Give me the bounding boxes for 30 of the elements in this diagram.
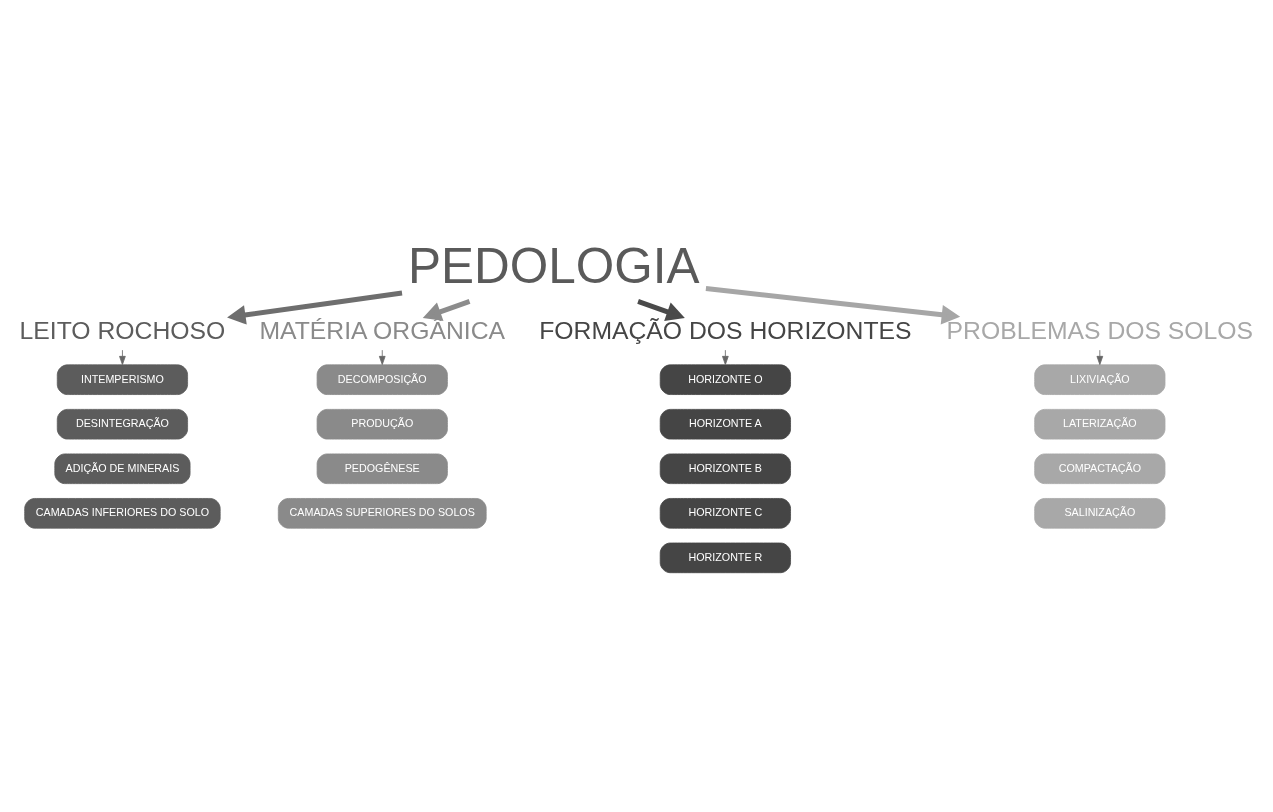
- node-text: FORMAÇÃO DOS HORIZONTES: [539, 316, 912, 344]
- node-box: ADIÇÃO DE MINERAIS: [54, 453, 191, 484]
- arrow: [422, 298, 471, 321]
- node-box: DECOMPOSIÇÃO: [316, 363, 448, 395]
- node-box: SALINIZAÇÃO: [1034, 497, 1166, 529]
- node-box: HORIZONTE C: [659, 497, 791, 529]
- node-box: LIXIVIAÇÃO: [1034, 363, 1166, 395]
- node-box: HORIZONTE R: [659, 542, 791, 573]
- node-box: PEDOGÊNESE: [316, 453, 448, 484]
- node-box: INTEMPERISMO: [56, 363, 188, 395]
- node-box: PRODUÇÃO: [316, 408, 448, 439]
- arrow: [722, 349, 729, 365]
- node-box: CAMADAS INFERIORES DO SOLO: [24, 497, 221, 529]
- node-text: LEITO ROCHOSO: [19, 316, 226, 344]
- node-box: LATERIZAÇÃO: [1034, 408, 1166, 439]
- arrow: [637, 298, 685, 321]
- arrow: [227, 290, 403, 325]
- node-box: COMPACTAÇÃO: [1034, 453, 1166, 484]
- arrow: [705, 285, 961, 324]
- arrow: [1096, 349, 1104, 365]
- node-box: DESINTEGRAÇÃO: [56, 408, 188, 439]
- node-text: MATÉRIA ORGÂNICA: [259, 316, 506, 344]
- node-box: HORIZONTE A: [659, 408, 791, 439]
- node-box: HORIZONTE B: [659, 453, 791, 484]
- arrow: [378, 349, 386, 365]
- node-text: PEDOLOGIA: [408, 237, 700, 293]
- node-box: HORIZONTE O: [659, 363, 791, 395]
- arrow: [119, 349, 126, 365]
- node-text: PROBLEMAS DOS SOLOS: [946, 316, 1254, 344]
- node-box: CAMADAS SUPERIORES DO SOLOS: [277, 497, 487, 529]
